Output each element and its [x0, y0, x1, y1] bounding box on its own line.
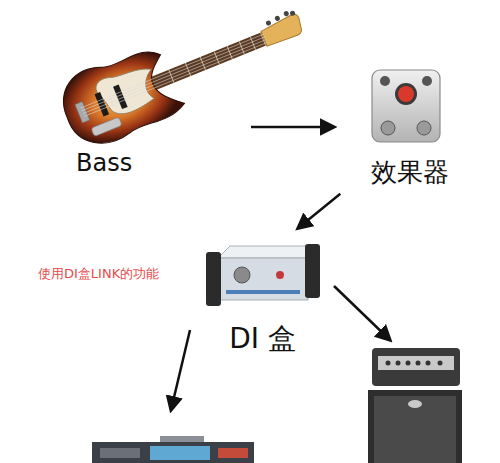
bass-neck	[148, 32, 268, 91]
bass-body	[53, 40, 188, 154]
mixer	[92, 436, 254, 463]
di-stripe	[226, 290, 300, 294]
mixer-body	[92, 442, 254, 463]
amp-head	[372, 348, 460, 386]
pedal-switch	[417, 121, 431, 135]
di-logo	[276, 271, 284, 279]
pedal-switch	[381, 121, 395, 135]
effect-pedal	[372, 70, 440, 142]
signal-arrow	[251, 126, 334, 129]
device-label: DI 盒	[229, 323, 296, 355]
di-front-face	[218, 258, 308, 300]
pedal-display	[398, 86, 414, 102]
bass-strings	[81, 34, 268, 117]
amp-knobs	[386, 361, 443, 366]
bass-pickup	[113, 85, 128, 110]
mixer-screen	[150, 446, 210, 460]
pedal-display-ring	[395, 83, 417, 105]
signal-arrow	[334, 286, 390, 340]
di-box	[206, 244, 320, 306]
bass-headstock	[260, 13, 305, 48]
device-label: 效果器	[371, 158, 449, 188]
di-xlr-jack	[234, 267, 250, 283]
di-end-cap	[305, 244, 320, 298]
pedal-knob	[422, 76, 432, 86]
signal-arrow	[171, 330, 190, 410]
signal-arrow	[298, 194, 340, 228]
device-node: 效果器	[340, 60, 480, 190]
amp-grille	[374, 396, 456, 463]
bass-frets	[169, 33, 266, 83]
amp-badge	[408, 400, 422, 408]
note-label: 使用DI盒LINK的功能	[38, 266, 159, 282]
device-label: Bass	[76, 150, 132, 178]
pedal-case	[372, 70, 440, 142]
di-end-cap	[206, 252, 221, 306]
mixer-panel	[218, 448, 248, 458]
bass-pickup	[95, 92, 110, 117]
device-node: Bass	[70, 60, 245, 180]
amp-cabinet	[368, 390, 462, 463]
mixer-panel	[100, 448, 140, 458]
bass-amp	[368, 348, 462, 463]
bass-control-plate	[91, 117, 122, 137]
bass-guitar	[53, 0, 316, 154]
bass-pickguard	[93, 61, 163, 121]
di-top-face	[218, 246, 316, 258]
bass-tuners	[264, 8, 295, 26]
pedal-knob	[380, 76, 390, 86]
bass-bridge	[75, 101, 90, 123]
amp-panel	[378, 356, 454, 370]
device-node: DI 盒	[200, 232, 325, 357]
